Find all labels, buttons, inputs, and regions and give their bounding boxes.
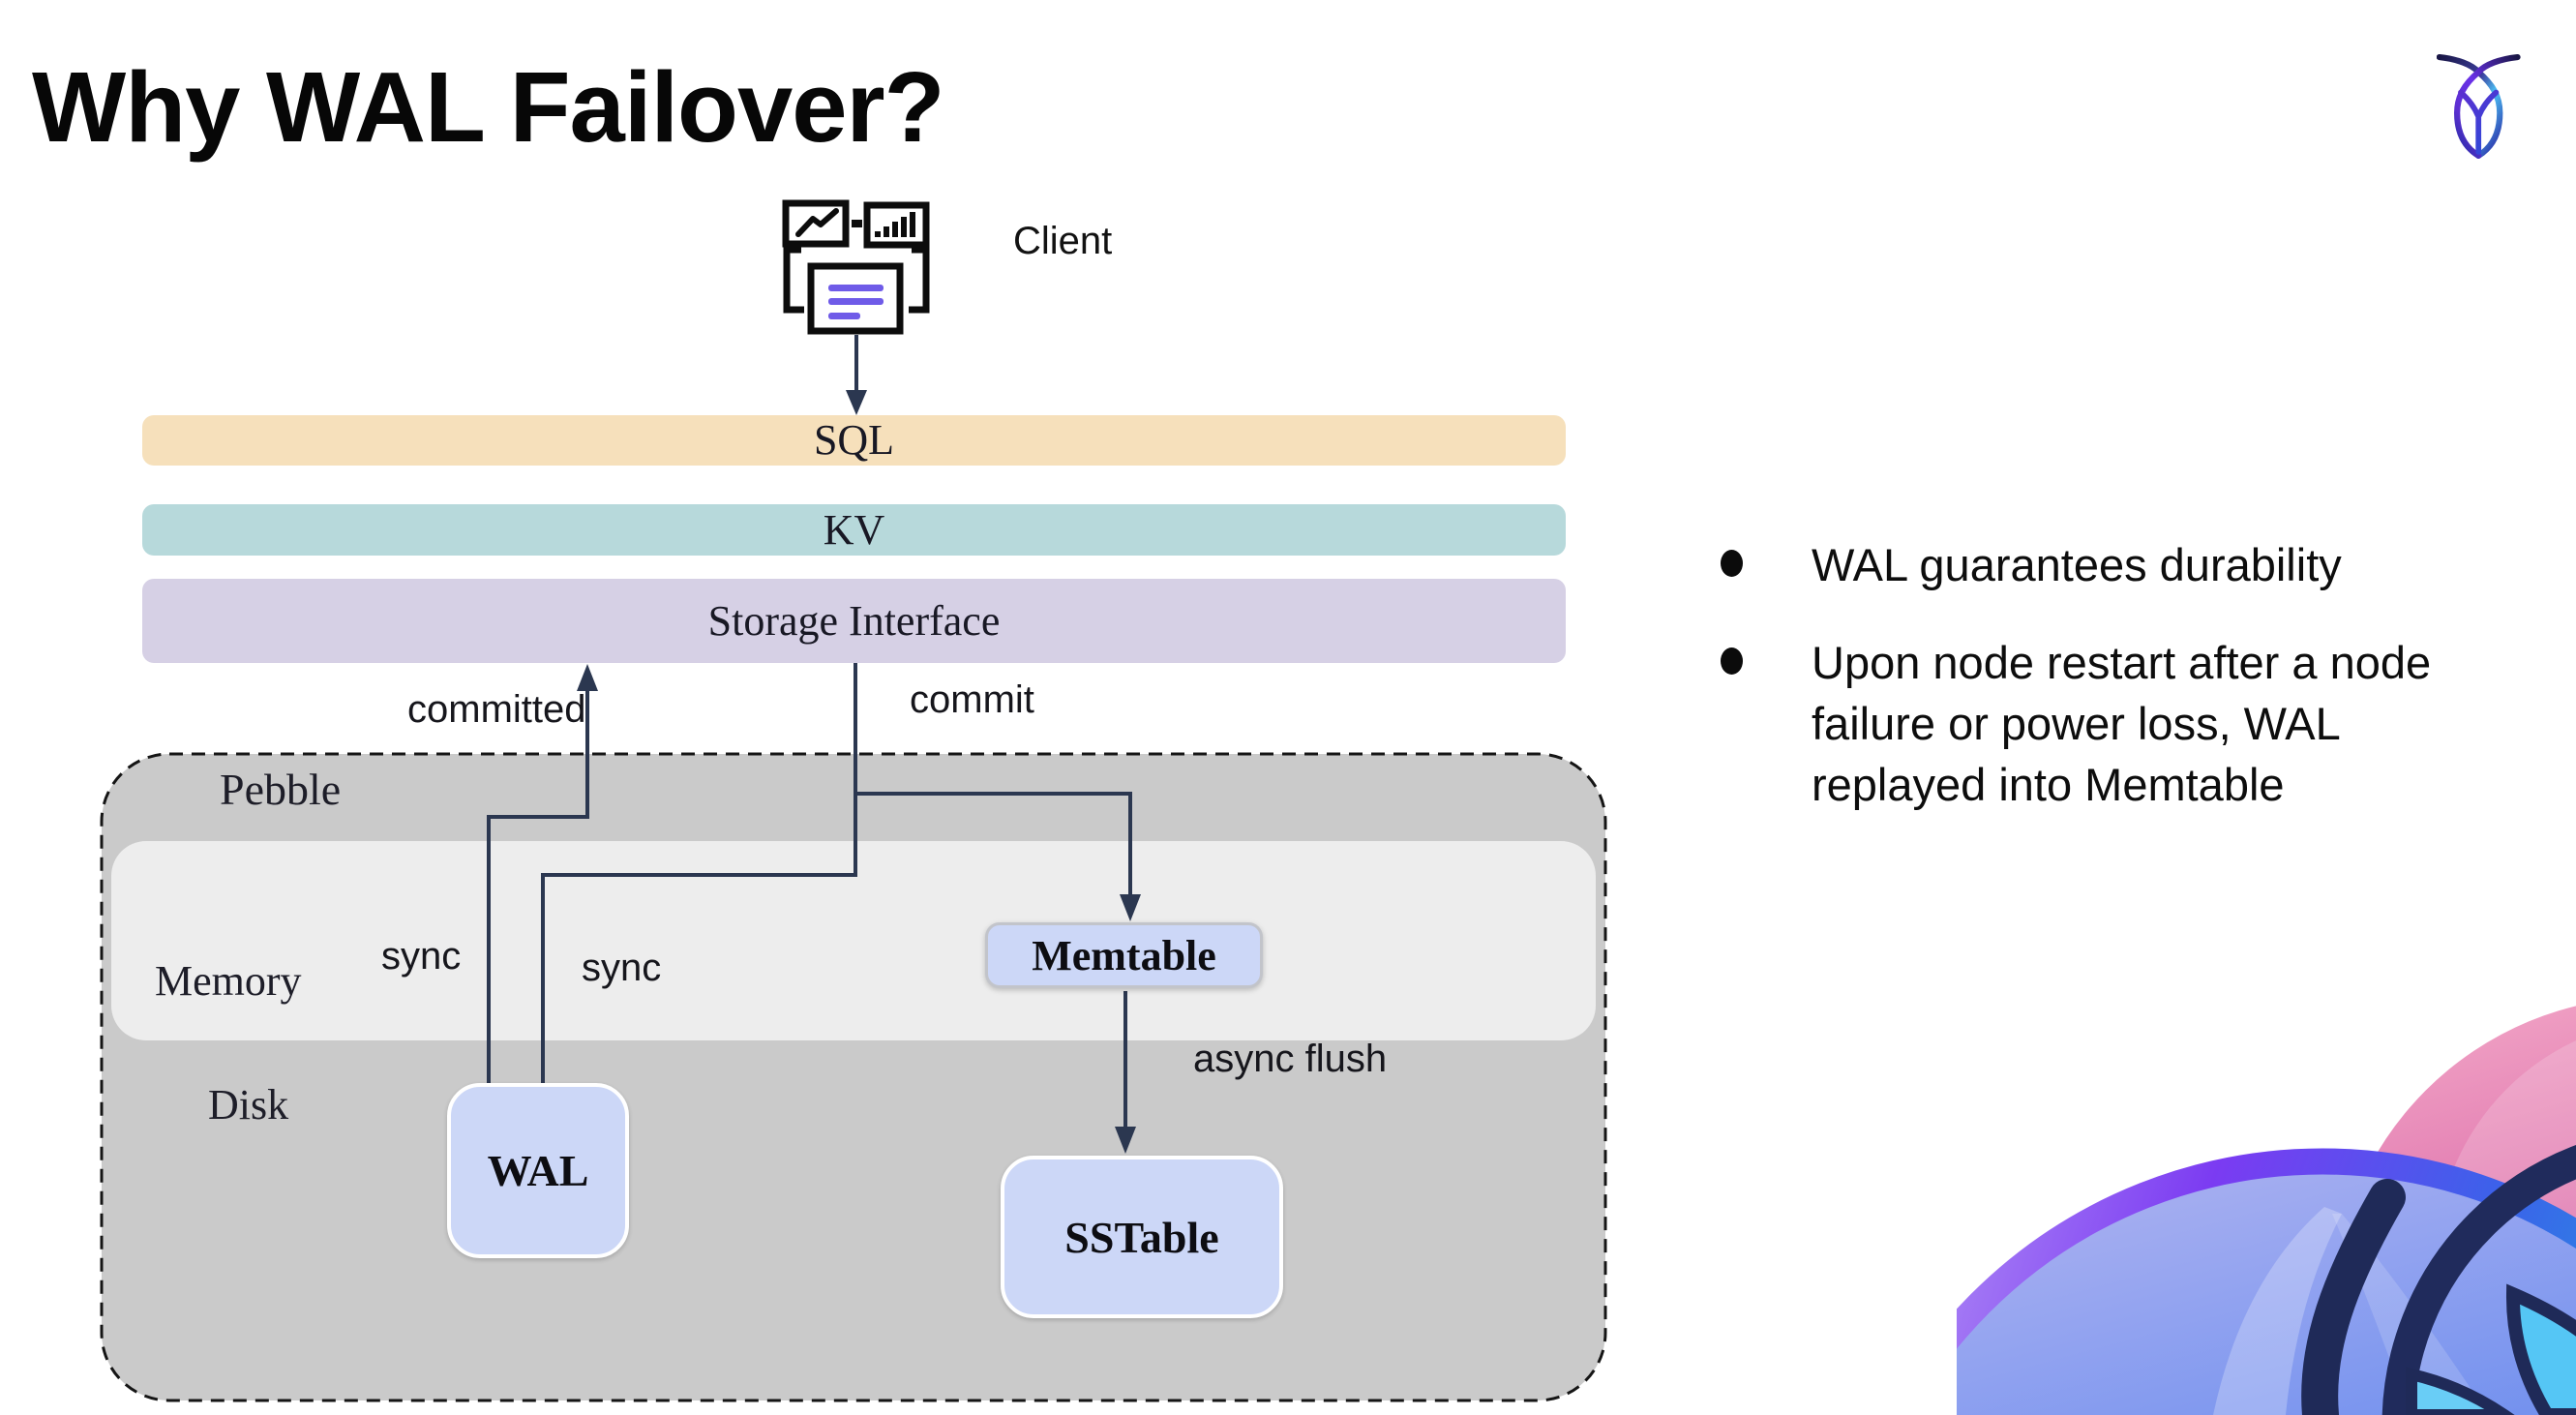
async-flush-arrowhead [1115, 1127, 1136, 1154]
bullet-dot-icon [1721, 550, 1743, 577]
bar-chart-glyph-icon [875, 212, 915, 237]
committed-arrowhead [577, 664, 598, 691]
bracket-right-icon [909, 246, 930, 314]
bullet-list: WAL guarantees durability Upon node rest… [1721, 534, 2514, 815]
commit-to-wal-edge [541, 662, 857, 1119]
client-label: Client [1013, 220, 1113, 262]
layer-bar-storage-interface: Storage Interface [142, 579, 1566, 663]
sync-left-edge-label: sync [381, 935, 462, 978]
cockroachdb-logo-icon [2437, 53, 2521, 159]
leaf-large [2505, 1283, 2576, 1415]
disk-label: Disk [208, 1081, 289, 1129]
committed-edge-label: committed [407, 688, 586, 731]
logo-y-vein [2458, 89, 2500, 155]
wal-node: WAL [447, 1083, 629, 1258]
purple-arc-ring [1957, 1148, 2576, 1349]
logo-right-body [2437, 53, 2503, 159]
client-workstation-icon [782, 199, 930, 335]
bullet-text: WAL guarantees durability [1812, 539, 2342, 590]
list-item: Upon node restart after a node failure o… [1721, 632, 2514, 815]
brand-corner-art-icon [1957, 1006, 2576, 1415]
bullet-text: Upon node restart after a node failure o… [1812, 637, 2432, 810]
logo-left-body [2453, 53, 2521, 159]
sstable-node: SSTable [1001, 1156, 1283, 1318]
dome-petal-left [2213, 1207, 2342, 1415]
memtable-node: Memtable [985, 922, 1263, 988]
pebble-label: Pebble [220, 765, 342, 814]
memory-band [111, 841, 1596, 1040]
sync-right-edge-label: sync [582, 947, 662, 989]
connector-dash-icon [852, 220, 862, 227]
line-chart-glyph-icon [795, 208, 839, 237]
commit-to-memtable-arrowhead [1120, 894, 1141, 921]
commit-edge-label: commit [910, 678, 1034, 721]
terminal-text-lines-icon [828, 285, 884, 319]
list-item: WAL guarantees durability [1721, 534, 2514, 595]
layer-bar-sql: SQL [142, 415, 1566, 466]
committed-edge [487, 690, 589, 1142]
client-to-sql-arrowhead [846, 390, 867, 415]
async-flush-edge-label: async flush [1193, 1038, 1388, 1080]
commit-to-memtable-edge [855, 792, 1132, 898]
navy-arc [2301, 1179, 2406, 1415]
layer-bar-kv: KV [142, 504, 1566, 556]
terminal-document-icon [807, 262, 904, 335]
bullet-dot-icon [1721, 647, 1743, 675]
memory-label: Memory [155, 957, 302, 1005]
slide-title: Why WAL Failover? [32, 51, 945, 163]
bracket-left-icon [783, 246, 804, 314]
